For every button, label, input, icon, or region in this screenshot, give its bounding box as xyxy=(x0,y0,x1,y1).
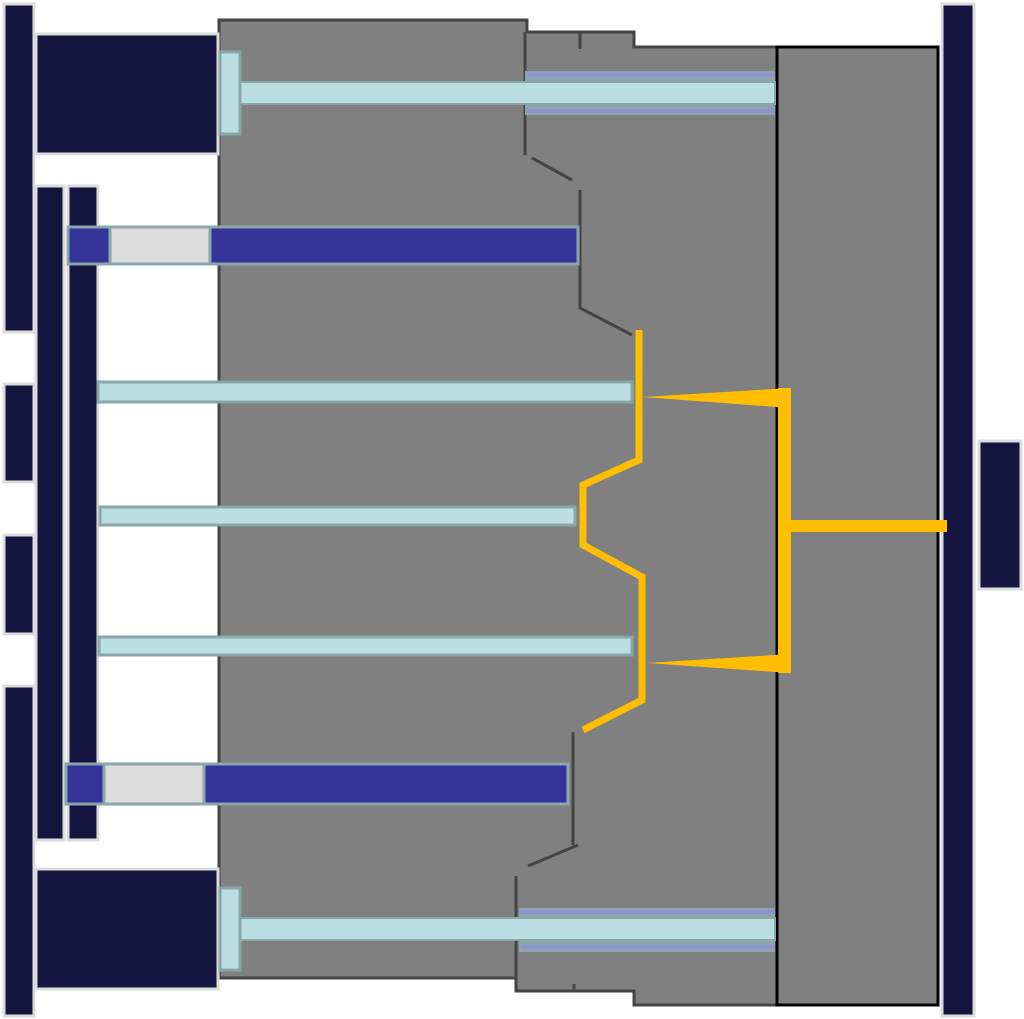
rod-1 xyxy=(96,380,634,404)
yellow-linkage xyxy=(579,330,947,734)
top-bolt xyxy=(218,50,776,136)
right-frame xyxy=(940,2,1023,1018)
rod-3 xyxy=(97,635,634,657)
left-frame xyxy=(2,2,220,1018)
upper-blue-bar xyxy=(66,225,580,266)
lower-blue-bar xyxy=(64,762,570,806)
rod-2 xyxy=(98,505,577,527)
bottom-bolt xyxy=(218,886,776,972)
rods xyxy=(96,380,634,657)
